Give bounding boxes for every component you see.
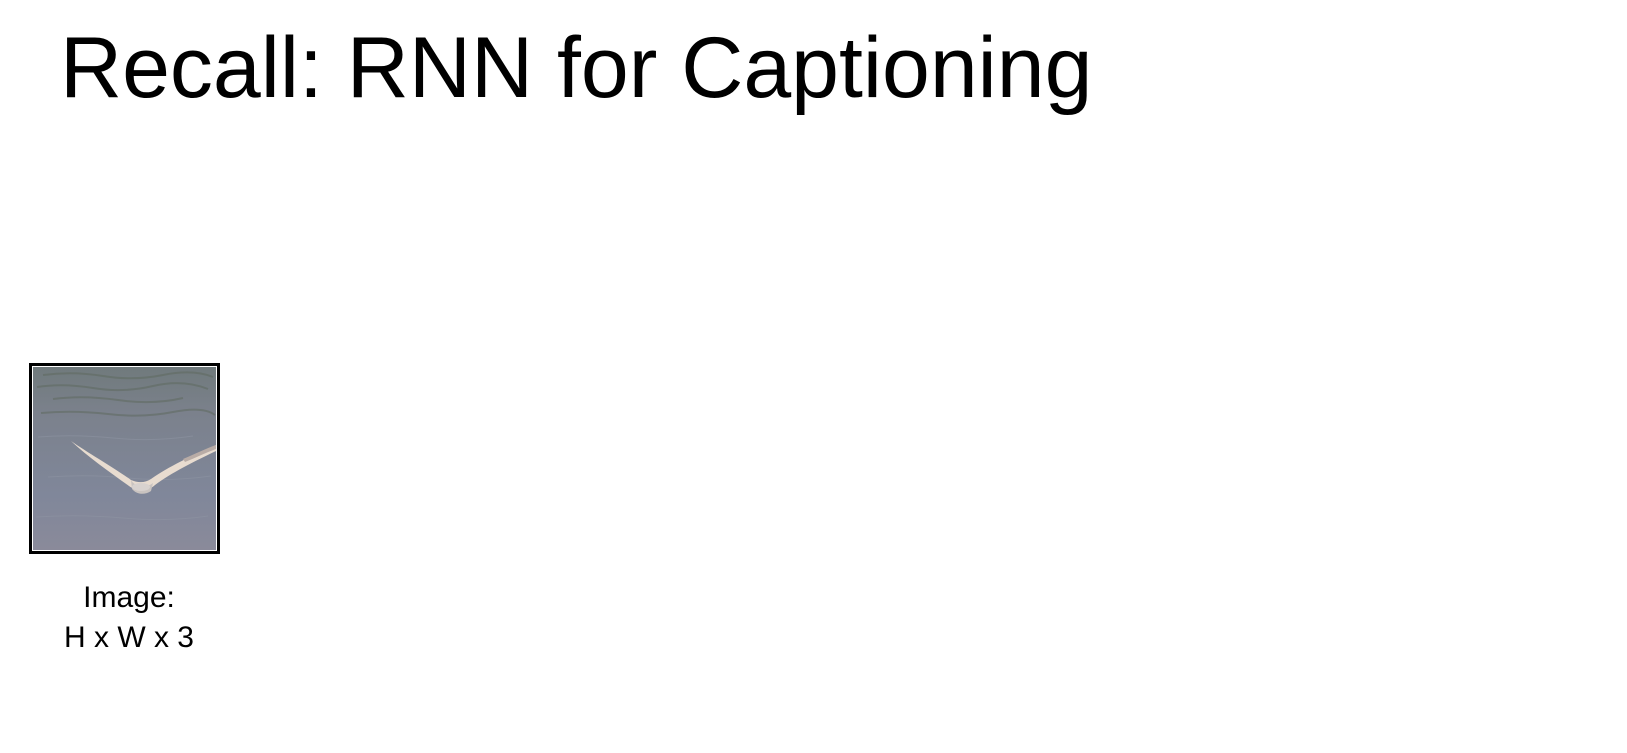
seagull-icon (71, 441, 216, 494)
image-dimensions: H x W x 3 (63, 621, 194, 654)
image-caption: Image: H x W x 3 (24, 578, 234, 658)
seagull-photo (33, 367, 216, 550)
input-image (29, 363, 220, 554)
slide-title: Recall: RNN for Captioning (60, 20, 1093, 116)
image-caption-label: Image: (83, 581, 175, 614)
